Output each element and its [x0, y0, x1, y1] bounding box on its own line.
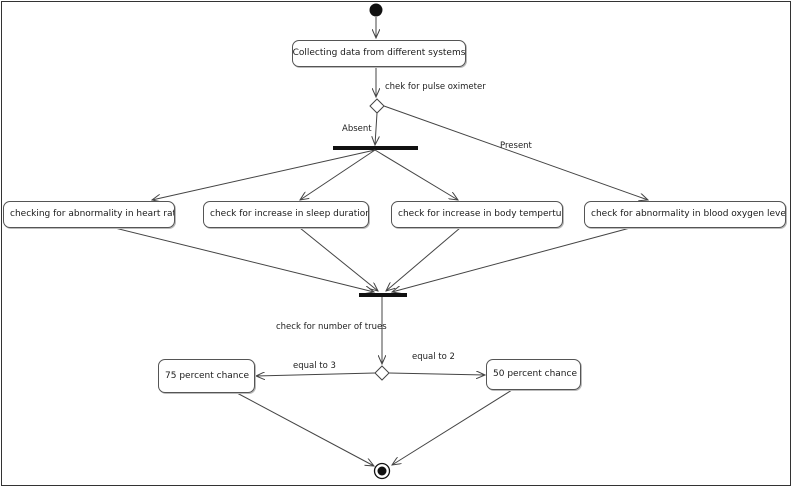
edge-temp-join [386, 227, 461, 291]
edge-decision1-oxygen [383, 105, 648, 200]
final-node-inner [377, 466, 387, 476]
edge-heart-join [114, 227, 374, 292]
edge-decision2-50 [388, 373, 485, 375]
label-pulse-oximeter: chek for pulse oximeter [385, 82, 486, 92]
decision-number-of-trues [374, 365, 390, 381]
node-blood-oxygen: check for abnormality in blood oxygen le… [584, 201, 786, 228]
edge-fork-temp [374, 149, 458, 200]
node-sleep-duration: check for increase in sleep duration [203, 201, 369, 228]
edge-75-final [236, 392, 374, 466]
initial-node [369, 3, 383, 17]
edge-decision1-fork [375, 112, 377, 145]
fork-bar [333, 146, 418, 150]
node-75-percent: 75 percent chance [158, 359, 255, 393]
edge-decision2-75 [256, 373, 376, 376]
edge-oxygen-join [392, 227, 631, 292]
edge-fork-sleep [300, 149, 376, 200]
label-absent: Absent [342, 124, 372, 134]
node-body-temperature: check for increase in body temperture [391, 201, 563, 228]
edge-50-final [392, 389, 513, 465]
decision-pulse-oximeter [369, 98, 385, 114]
label-present: Present [500, 141, 532, 151]
label-equal-to-3: equal to 3 [293, 361, 336, 371]
join-bar [359, 293, 407, 297]
node-collecting-data: Collecting data from different systems [292, 40, 466, 67]
label-number-of-trues: check for number of trues [276, 322, 387, 332]
node-50-percent: 50 percent chance [486, 359, 581, 390]
node-heart-rate: checking for abnormality in heart rate [3, 201, 175, 228]
edge-fork-heart [152, 149, 376, 200]
edge-sleep-join [299, 227, 378, 291]
label-equal-to-2: equal to 2 [412, 352, 455, 362]
